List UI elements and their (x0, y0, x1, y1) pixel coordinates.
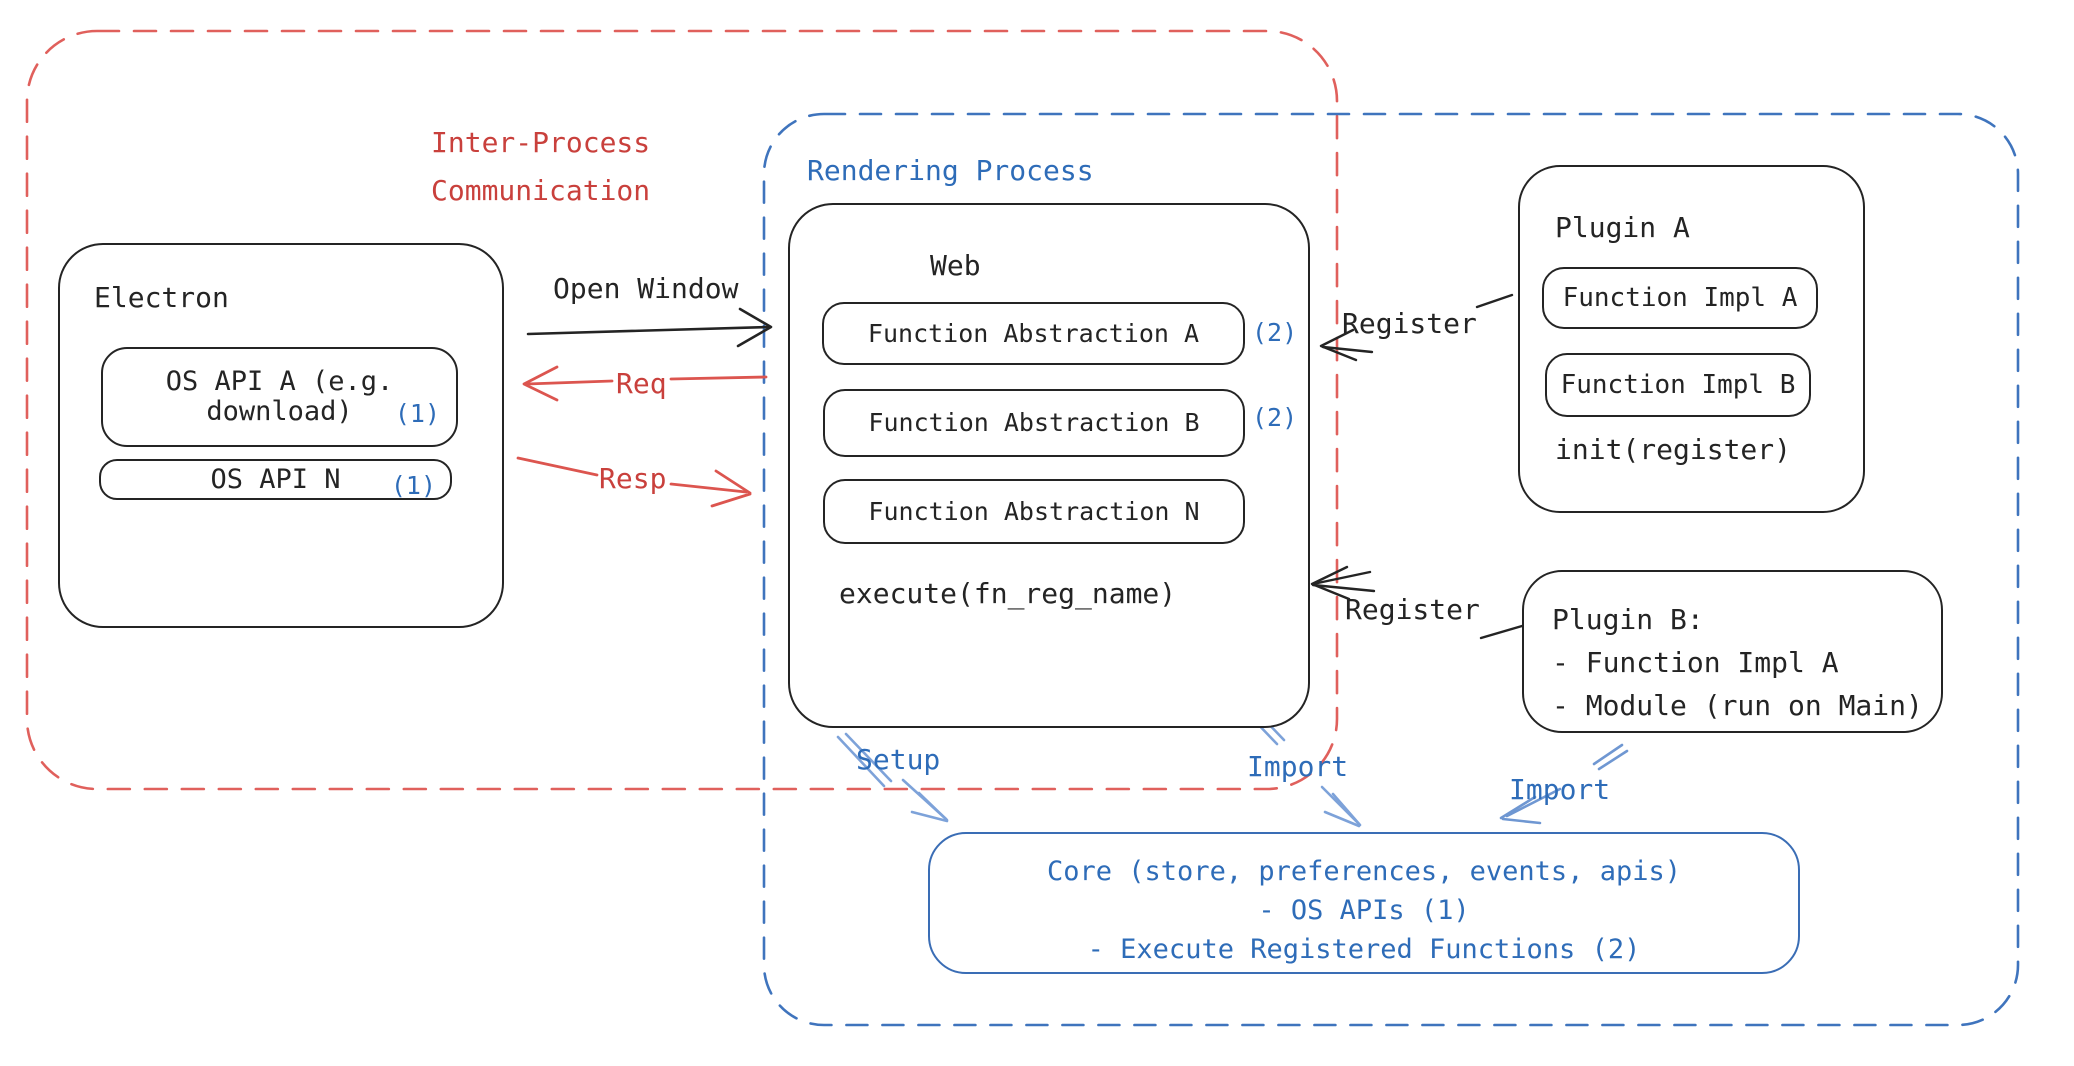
ipc-region-border (25, 29, 1339, 791)
web-execute-text: execute(fn_reg_name) (839, 577, 1177, 610)
register-b-arrow (1310, 565, 1524, 640)
function-abstraction-b-badge: (2) (1252, 403, 1298, 432)
function-abstraction-n-box: Function Abstraction N (823, 479, 1245, 544)
function-abstraction-a-badge: (2) (1252, 318, 1298, 347)
setup-arrow (836, 732, 949, 823)
plugin-b-item-2: - Module (run on Main) (1552, 689, 1923, 722)
function-impl-b-box: Function Impl B (1545, 353, 1811, 417)
plugin-b-title: Plugin B: (1552, 603, 1704, 636)
plugin-a-box: Plugin A Function Impl A Function Impl B… (1518, 165, 1865, 513)
plugin-a-init-text: init(register) (1555, 433, 1792, 466)
req-label: Req (616, 367, 667, 400)
req-arrow (522, 365, 768, 402)
core-line-3: - Execute Registered Functions (2) (1087, 934, 1641, 965)
web-title: Web (930, 249, 981, 282)
rendering-region-label: Rendering Process (807, 154, 1094, 187)
ipc-label-line2: Communication (431, 174, 651, 207)
electron-box: Electron OS API A (e.g. download) (1) OS… (58, 243, 504, 628)
setup-label: Setup (856, 743, 941, 776)
electron-title: Electron (94, 281, 229, 314)
plugin-b-content: Plugin B: - Function Impl A - Module (run … (1552, 598, 1923, 727)
function-impl-b-label: Function Impl B (1560, 370, 1796, 400)
core-box: Core (store, preferences, events, apis) … (928, 832, 1800, 974)
register-a-label: Register (1342, 307, 1477, 340)
register-b-label: Register (1345, 593, 1480, 626)
plugin-a-title: Plugin A (1555, 211, 1690, 244)
open-window-arrow (526, 307, 773, 348)
os-api-n-box: OS API N (1) (99, 459, 452, 500)
resp-arrow (516, 456, 752, 508)
function-abstraction-b-label: Function Abstraction B (868, 408, 1200, 437)
function-abstraction-b-box: Function Abstraction B (823, 389, 1245, 457)
os-api-n-badge: (1) (390, 471, 436, 500)
os-api-n-label: OS API N (210, 464, 341, 495)
os-api-a-box: OS API A (e.g. download) (1) (101, 347, 458, 447)
import-plugin-label: Import (1509, 773, 1611, 806)
os-api-a-badge: (1) (394, 399, 440, 428)
core-line-2: - OS APIs (1) (1258, 895, 1470, 926)
open-window-label: Open Window (553, 272, 739, 305)
ipc-label-line1: Inter-Process (431, 126, 651, 159)
rendering-region-border (762, 112, 2020, 1027)
function-abstraction-a-label: Function Abstraction A (867, 319, 1200, 348)
plugin-b-box: Plugin B: - Function Impl A - Module (run … (1522, 570, 1943, 733)
import-web-label: Import (1247, 750, 1349, 783)
os-api-a-line2: download) (206, 396, 353, 427)
register-a-arrow (1319, 293, 1514, 362)
os-api-a-line1: OS API A (e.g. (165, 366, 394, 397)
resp-label: Resp (599, 462, 667, 495)
function-abstraction-n-label: Function Abstraction N (868, 497, 1200, 526)
plugin-b-item-1: - Function Impl A (1552, 646, 1839, 679)
function-impl-a-box: Function Impl A (1542, 267, 1818, 329)
function-abstraction-a-box: Function Abstraction A (822, 302, 1245, 365)
function-impl-a-label: Function Impl A (1562, 283, 1798, 313)
import-plugin-arrow (1499, 743, 1629, 825)
core-line-1: Core (store, preferences, events, apis) (1047, 856, 1681, 887)
web-box: Web Function Abstraction A (2) Function … (788, 203, 1310, 728)
